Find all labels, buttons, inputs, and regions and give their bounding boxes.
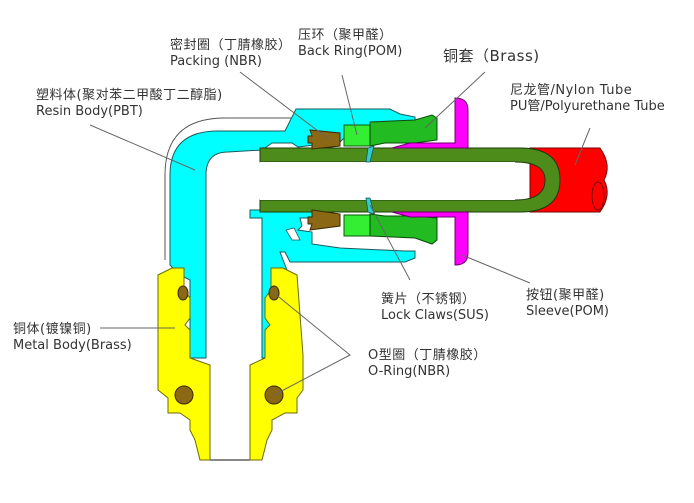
brass-sleeve-upper — [369, 114, 438, 147]
o-ring-upper-left — [177, 285, 189, 301]
brass-sleeve-lower — [369, 213, 438, 245]
label-lock-claws-zh: 簧片（不锈钢） — [381, 292, 476, 307]
label-tube-zh: 尼龙管/Nylon Tube — [510, 83, 633, 98]
label-packing-zh: 密封圈（丁腈橡胶） — [170, 38, 292, 53]
label-o-ring: O型圈（丁腈橡胶） O-Ring(NBR) — [368, 348, 487, 380]
packing-upper — [307, 129, 341, 150]
label-brass-sleeve: 铜套（Brass) — [443, 48, 540, 64]
leader-sleeve — [461, 254, 531, 284]
label-lock-claws-en: Lock Claws(SUS) — [381, 308, 489, 323]
packing-lower — [307, 209, 341, 231]
label-back-ring: 压环（聚甲醛） Back Ring(POM) — [298, 28, 402, 60]
outer-outline — [164, 117, 300, 260]
label-sleeve: 按钮(聚甲醛) Sleeve(POM) — [526, 288, 609, 320]
leader-brass — [424, 71, 486, 129]
lock-claw-upper — [365, 145, 375, 163]
tube-inner — [259, 147, 561, 213]
label-packing-en: Packing (NBR) — [170, 54, 262, 69]
label-metal-body: 铜体(镀镍铜) Metal Body(Brass) — [13, 322, 132, 354]
label-sleeve-en: Sleeve(POM) — [526, 304, 609, 319]
label-back-ring-en: Back Ring(POM) — [298, 44, 403, 59]
label-o-ring-en: O-Ring(NBR) — [368, 364, 451, 379]
leader-packing — [239, 71, 331, 141]
leader-tube — [574, 127, 591, 166]
resin-notch — [285, 227, 301, 241]
back-ring-upper — [343, 124, 371, 147]
label-resin-body: 塑料体(聚对苯二甲酸丁二醇脂) Resin Body(PBT) — [36, 88, 223, 120]
tube-end-ring — [591, 181, 605, 211]
label-o-ring-zh: O型圈（丁腈橡胶） — [368, 348, 487, 363]
sleeve-upper — [391, 97, 469, 149]
tube-bore — [260, 162, 515, 200]
label-tube-en: PU管/Polyurethane Tube — [510, 99, 665, 114]
label-metal-body-zh: 铜体(镀镍铜) — [13, 322, 92, 337]
label-resin-body-en: Resin Body(PBT) — [36, 104, 143, 119]
label-resin-body-zh: 塑料体(聚对苯二甲酸丁二醇脂) — [36, 88, 223, 103]
back-ring-lower — [343, 214, 371, 237]
label-lock-claws: 簧片（不锈钢） Lock Claws(SUS) — [381, 292, 489, 324]
leader-back-ring — [341, 74, 358, 136]
label-sleeve-zh: 按钮(聚甲醛) — [526, 288, 605, 303]
leader-o-ring — [273, 292, 351, 396]
leader-lines — [89, 71, 591, 396]
o-ring-lower-left — [174, 385, 194, 405]
leader-lock — [369, 204, 411, 281]
label-packing: 密封圈（丁腈橡胶） Packing (NBR) — [170, 38, 292, 70]
label-tube: 尼龙管/Nylon Tube PU管/Polyurethane Tube — [510, 83, 665, 115]
label-metal-body-en: Metal Body(Brass) — [13, 338, 132, 353]
label-back-ring-zh: 压环（聚甲醛） — [298, 28, 393, 43]
leader-resin — [89, 124, 196, 171]
label-brass-sleeve-zh: 铜套（Brass) — [443, 47, 540, 65]
